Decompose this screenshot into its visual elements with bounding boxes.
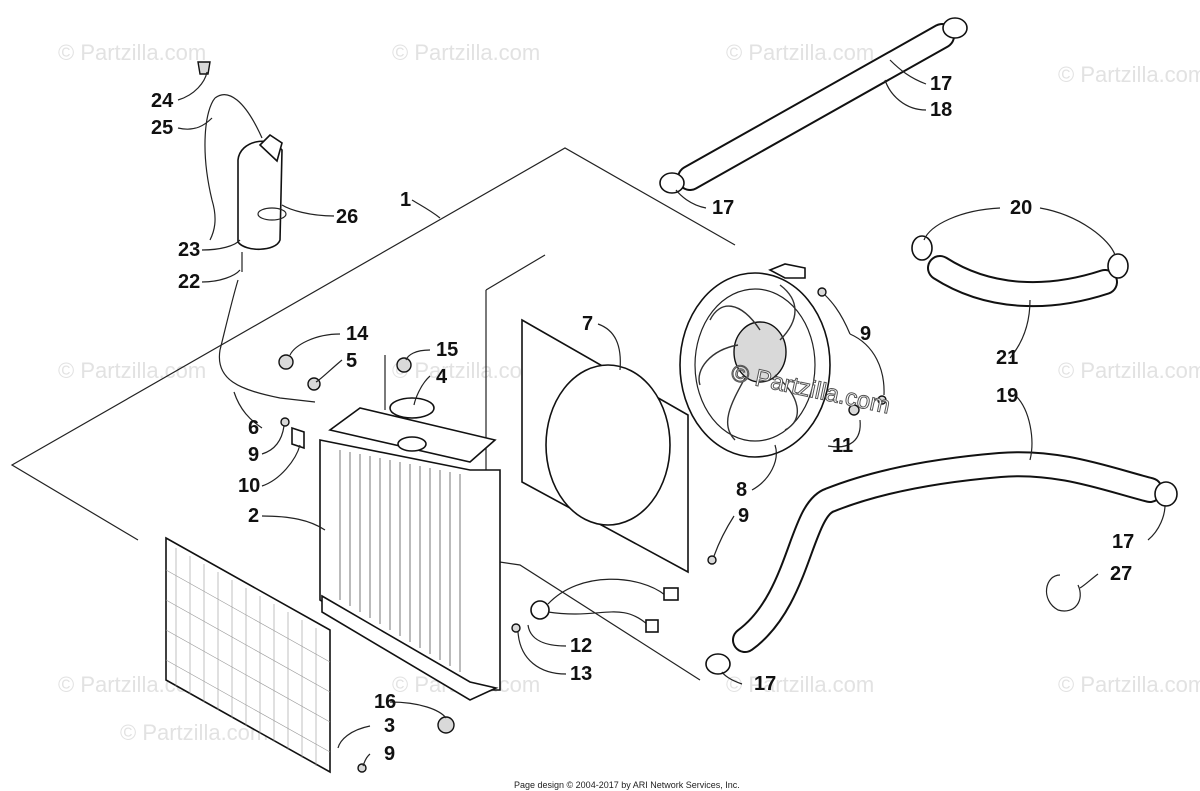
callout-25: 25 [151,117,173,139]
watermark: © Partzilla.com [726,40,874,65]
hose-clamp-part [1046,574,1081,612]
radiator-screen [165,536,331,774]
callout-7: 7 [582,313,593,335]
callout-24: 24 [151,90,174,112]
callout-17: 17 [754,673,776,695]
callout-15: 15 [436,339,458,361]
callout-3: 3 [384,715,395,737]
watermark: © Partzilla.com [58,358,206,383]
callout-13: 13 [570,663,592,685]
callout-9: 9 [384,743,395,765]
watermark-layer: © Partzilla.com © Partzilla.com © Partzi… [58,40,1200,745]
reservoir-bottle-part [237,140,283,251]
callout-21: 21 [996,347,1018,369]
watermark: © Partzilla.com [58,40,206,65]
callout-11: 11 [832,435,853,457]
radiator [319,397,501,701]
callout-17: 17 [1112,531,1134,553]
callout-18: 18 [930,99,952,121]
watermark: © Partzilla.com [1058,672,1200,697]
callout-16: 16 [374,691,396,713]
callout-5: 5 [346,350,357,372]
callout-1: 1 [400,189,411,211]
callout-4: 4 [436,366,448,388]
callout-9: 9 [738,505,749,527]
reservoir-cap-part [197,61,211,75]
callout-20: 20 [1010,197,1032,219]
callout-9: 9 [860,323,871,345]
footer-copyright: Page design © 2004-2017 by ARI Network S… [514,780,740,790]
callout-12: 12 [570,635,592,657]
callout-6: 6 [248,417,259,439]
cooling-fan [679,263,831,458]
callout-26: 26 [336,206,358,228]
callout-9: 9 [248,444,259,466]
watermark: © Partzilla.com [392,40,540,65]
leader-lines [177,59,1166,767]
callout-23: 23 [178,239,200,261]
watermark: © Partzilla.com [1058,62,1200,87]
callout-14: 14 [346,323,369,345]
coolant-reservoir [197,61,316,403]
upper-hose [659,17,968,194]
watermark: © Partzilla.com [1058,358,1200,383]
callout-10: 10 [238,475,260,497]
callout-17: 17 [712,197,734,219]
callout-8: 8 [736,479,747,501]
watermark: © Partzilla.com [392,358,540,383]
callout-layer: 24 25 26 23 22 1 14 5 15 4 6 9 10 2 7 9 … [151,73,1134,765]
callout-22: 22 [178,271,200,293]
lower-hose [705,451,1178,675]
callout-2: 2 [248,505,259,527]
callout-27: 27 [1110,563,1132,585]
callout-17: 17 [930,73,952,95]
fan-shroud [521,318,689,574]
watermark: © Partzilla.com [726,672,874,697]
fasteners [278,287,887,773]
callout-19: 19 [996,385,1018,407]
radiator-cap-part [389,397,435,419]
bypass-hose [911,235,1129,308]
thermo-switch [530,578,679,633]
